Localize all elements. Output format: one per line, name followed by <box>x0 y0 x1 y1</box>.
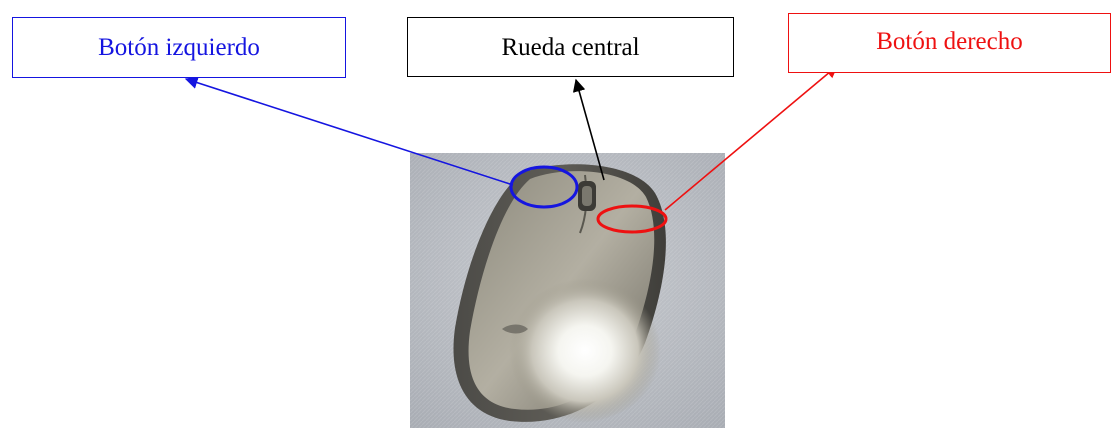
right-button-highlight <box>596 204 668 234</box>
left-button-highlight <box>509 165 579 209</box>
mouse-photo <box>410 153 725 428</box>
right-button-label: Botón derecho <box>876 27 1023 55</box>
scroll-wheel-arrow <box>572 78 605 181</box>
scroll-wheel-label: Rueda central <box>501 33 640 61</box>
scroll-wheel-label-box: Rueda central <box>407 17 734 77</box>
left-button-label-box: Botón izquierdo <box>12 17 346 78</box>
left-button-arrow <box>184 76 514 186</box>
right-button-label-box: Botón derecho <box>788 13 1111 73</box>
left-button-label: Botón izquierdo <box>98 34 260 61</box>
right-button-arrow <box>664 65 838 211</box>
